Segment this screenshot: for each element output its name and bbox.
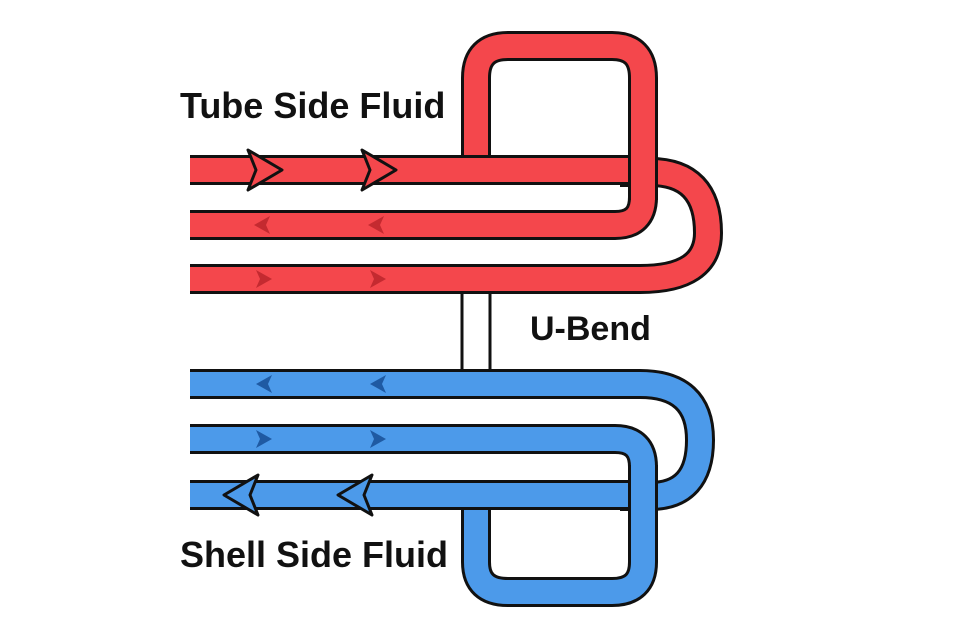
flow-arrow-right-small-icon [256,430,272,448]
flow-arrow-right-small-icon [370,430,386,448]
tube-pass-outer-shape [190,160,720,291]
tube-side-group [190,31,723,294]
flow-arrow-left-small-icon [256,375,272,393]
tube-pass-outer [190,157,723,294]
flow-arrow-left-small-icon [368,216,384,234]
support-rod-shape [460,290,492,374]
flow-arrow-right-icon [246,148,284,192]
u-bend-label: U-Bend [530,310,651,348]
tube-arrows [246,148,398,288]
support-rod [460,290,492,374]
tube-u-bend [461,31,658,200]
tube-side-label: Tube Side Fluid [180,85,445,126]
shell-pass-outer-shape [190,372,712,508]
flow-arrow-right-icon [360,148,398,192]
shell-pass-outer [190,369,715,511]
shell-arrows [222,375,386,517]
flow-arrow-left-small-icon [254,216,270,234]
flow-arrow-left-small-icon [370,375,386,393]
flow-arrow-left-icon [336,473,374,517]
shell-side-label: Shell Side Fluid [180,534,448,575]
tube-u-bend-shape [464,34,655,200]
shell-side-group [190,369,715,607]
flow-arrow-right-small-icon [256,270,272,288]
shell-u-bend-shape [464,465,655,604]
shell-u-bend [461,465,658,607]
flow-arrow-right-small-icon [370,270,386,288]
flow-arrow-left-icon [222,473,260,517]
